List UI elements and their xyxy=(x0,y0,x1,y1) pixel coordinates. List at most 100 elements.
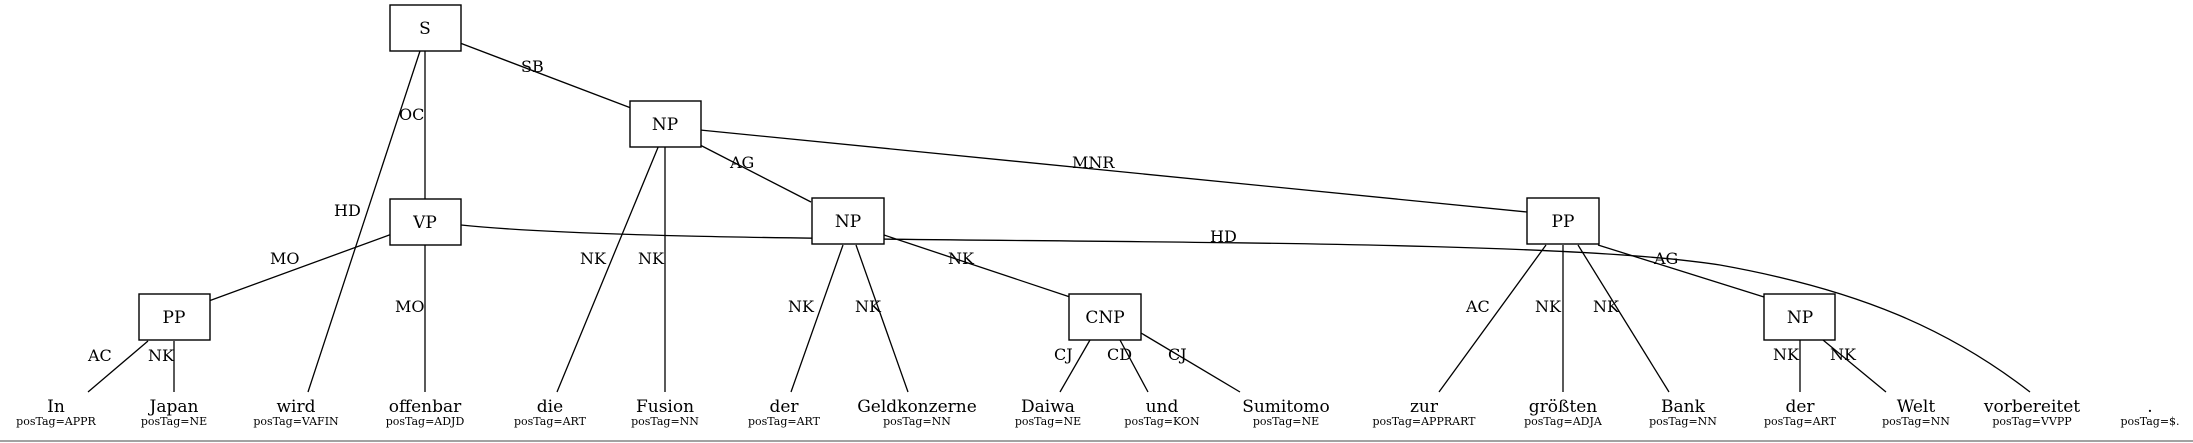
token-word: zur xyxy=(1410,397,1439,417)
token-word: . xyxy=(2147,397,2152,417)
node-cnp: CNP xyxy=(1068,293,1142,341)
nodes: S NP VP NP PP PP CNP NP xyxy=(138,4,1836,341)
token-word: und xyxy=(1146,397,1179,417)
token-postag: posTag=ART xyxy=(514,415,587,428)
edge-label: AG xyxy=(1653,249,1678,268)
edge-labels: SB OC HD MO MO HD NK NK AG MNR AC NK NK … xyxy=(87,57,1857,365)
edge-label: HD xyxy=(334,201,361,220)
token-postag: posTag=KON xyxy=(1124,415,1200,428)
token-word: größten xyxy=(1529,397,1597,417)
node-vp: VP xyxy=(389,198,462,246)
edge-vp-vorbereitet xyxy=(460,224,2031,393)
edge-label: NK xyxy=(788,297,815,316)
edge-vp-pp xyxy=(205,233,393,303)
edge-label: NK xyxy=(1773,345,1800,364)
node-label: NP xyxy=(652,115,678,135)
edge-label: OC xyxy=(399,105,424,124)
edge-np-np xyxy=(699,144,812,203)
edge-pp-zur xyxy=(1438,244,1547,393)
edge-s-wird xyxy=(307,50,421,393)
token-postag: posTag=NE xyxy=(1015,415,1081,428)
token-postag: posTag=ADJD xyxy=(386,415,465,428)
node-pp-modifier: PP xyxy=(1526,197,1600,245)
token-postag: posTag=NN xyxy=(883,415,951,428)
edge-s-np xyxy=(459,42,632,109)
token-word: Sumitomo xyxy=(1242,397,1330,417)
edge-label: AC xyxy=(1465,297,1490,316)
edge-label: NK xyxy=(580,249,607,268)
edge-label: SB xyxy=(521,57,544,76)
node-label: S xyxy=(419,19,431,39)
token-postag: posTag=ART xyxy=(1764,415,1837,428)
token-postag: posTag=NE xyxy=(1253,415,1319,428)
token-postag: posTag=NN xyxy=(1882,415,1950,428)
edge-label: MO xyxy=(270,249,300,268)
token-word: Geldkonzerne xyxy=(857,397,977,417)
token-word: Bank xyxy=(1661,397,1706,417)
node-label: CNP xyxy=(1085,308,1124,328)
node-label: PP xyxy=(163,308,186,328)
token-word: wird xyxy=(277,397,316,417)
edges xyxy=(87,42,2031,393)
token: .posTag=$. xyxy=(2120,397,2179,428)
node-label: NP xyxy=(835,212,861,232)
edge-label: AG xyxy=(729,153,754,172)
edge-np-der xyxy=(790,244,844,393)
edge-label: NK xyxy=(1535,297,1562,316)
edge-label: NK xyxy=(948,249,975,268)
token-postag: posTag=VAFIN xyxy=(253,415,339,428)
node-label: PP xyxy=(1552,212,1575,232)
edge-pp-in xyxy=(87,340,149,393)
edge-np-geldkonzerne xyxy=(855,244,909,393)
token-postag: posTag=VVPP xyxy=(1992,415,2072,428)
edge-label: MNR xyxy=(1072,153,1115,172)
edge-label: HD xyxy=(1210,227,1237,246)
token-word: die xyxy=(537,397,563,417)
token-postag: posTag=$. xyxy=(2120,415,2179,428)
edge-pp-bank xyxy=(1577,244,1670,393)
edge-np-die xyxy=(556,144,660,393)
token-postag: posTag=ADJA xyxy=(1524,415,1603,428)
token-word: Japan xyxy=(148,397,199,417)
node-pp-in-japan: PP xyxy=(138,293,211,341)
edge-cnp-und xyxy=(1119,339,1149,393)
edge-np-cnp xyxy=(883,234,1071,298)
edge-pp-np xyxy=(1597,244,1765,298)
token-postag: posTag=NE xyxy=(141,415,207,428)
token-word: In xyxy=(47,397,65,417)
token-word: offenbar xyxy=(389,397,462,417)
edge-cnp-sumitomo xyxy=(1140,332,1241,393)
edge-np-welt xyxy=(1822,339,1887,393)
edge-label: NK xyxy=(148,346,175,365)
node-np-der-welt: NP xyxy=(1763,293,1836,341)
token-postag: posTag=ART xyxy=(748,415,821,428)
edge-label: NK xyxy=(855,297,882,316)
edge-label: NK xyxy=(1593,297,1620,316)
node-label: NP xyxy=(1787,308,1813,328)
node-s: S xyxy=(389,4,462,52)
edge-label: CJ xyxy=(1168,345,1187,364)
token-postag: posTag=NN xyxy=(631,415,699,428)
edge-label: NK xyxy=(1830,345,1857,364)
edge-np-pp xyxy=(699,129,1528,213)
token-postag: posTag=APPR xyxy=(16,415,96,428)
node-label: VP xyxy=(412,213,437,233)
